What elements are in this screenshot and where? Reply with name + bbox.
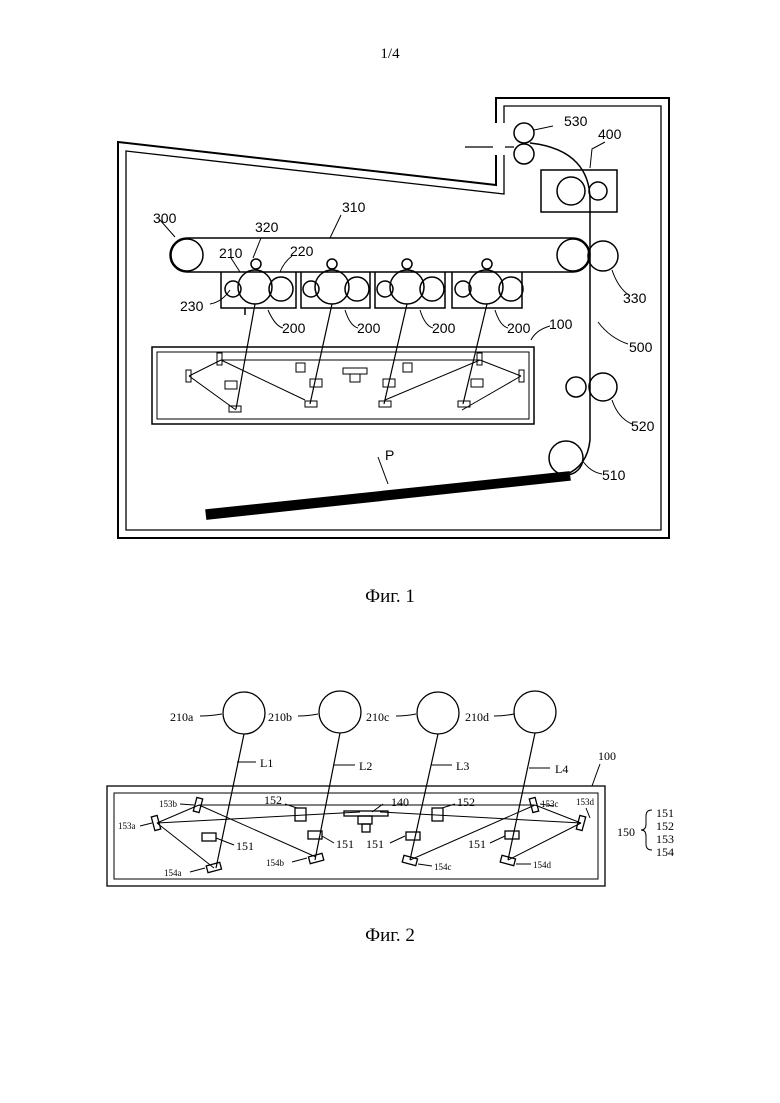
label-100: 100 <box>549 316 573 332</box>
label-520: 520 <box>631 418 655 434</box>
legend-153: 153 <box>656 832 674 846</box>
process-unit-1 <box>221 259 296 315</box>
label-151-d: 151 <box>468 837 486 851</box>
label-330: 330 <box>623 290 647 306</box>
label-153b: 153b <box>159 799 178 809</box>
legend-152: 152 <box>656 819 674 833</box>
label-153a: 153a <box>118 821 136 831</box>
label-310: 310 <box>342 199 366 215</box>
legend-151: 151 <box>656 806 674 820</box>
label-200-1: 200 <box>282 320 306 336</box>
label-L3: L3 <box>456 759 469 773</box>
label-152-right: 152 <box>457 795 475 809</box>
fuser-unit-400 <box>541 170 617 212</box>
paper-tray-P <box>206 472 570 519</box>
label-210a: 210a <box>170 710 194 724</box>
label-200-4: 200 <box>507 320 531 336</box>
legend-154: 154 <box>656 845 674 859</box>
label-230: 230 <box>180 298 204 314</box>
label-150: 150 <box>617 825 635 839</box>
label-154a: 154a <box>164 868 182 878</box>
label-153c: 153c <box>541 799 559 809</box>
label-154c: 154c <box>434 862 452 872</box>
label-530: 530 <box>564 113 588 129</box>
drum-210b <box>319 691 361 733</box>
process-unit-3 <box>375 259 445 308</box>
label-L4: L4 <box>555 762 568 776</box>
label-L1: L1 <box>260 756 273 770</box>
drum-210d <box>514 691 556 733</box>
label-210c: 210c <box>366 710 389 724</box>
label-151-c: 151 <box>366 837 384 851</box>
paper-path-500 <box>530 143 590 475</box>
figure-1 <box>118 98 669 538</box>
label-152-left: 152 <box>264 793 282 807</box>
label-200-3: 200 <box>432 320 456 336</box>
figure-2-caption: Фиг. 2 <box>0 925 780 947</box>
process-unit-2 <box>301 259 370 308</box>
housing-outer <box>118 98 669 538</box>
label-200-2: 200 <box>357 320 381 336</box>
label-151-b: 151 <box>336 837 354 851</box>
label-510: 510 <box>602 467 626 483</box>
exit-roller-530 <box>514 123 534 143</box>
label-L2: L2 <box>359 759 372 773</box>
label-220: 220 <box>290 243 314 259</box>
label-153d: 153d <box>576 797 595 807</box>
label-300: 300 <box>153 210 177 226</box>
legend-brace <box>641 810 652 850</box>
secondary-transfer-roller-330 <box>588 241 618 271</box>
label-320: 320 <box>255 219 279 235</box>
label-151-a: 151 <box>236 839 254 853</box>
figure-1-labels: 530 400 310 300 320 210 220 230 330 200 … <box>153 113 655 483</box>
label-400: 400 <box>598 126 622 142</box>
process-unit-4 <box>452 259 523 308</box>
drum-210a <box>223 692 265 734</box>
label-210b: 210b <box>268 710 292 724</box>
label-210d: 210d <box>465 710 489 724</box>
label-500: 500 <box>629 339 653 355</box>
registration-roller-520 <box>566 377 586 397</box>
label-154d: 154d <box>533 860 552 870</box>
label-154b: 154b <box>266 858 285 868</box>
figure-1-caption: Фиг. 1 <box>0 586 780 608</box>
label-210: 210 <box>219 245 243 261</box>
label-P: P <box>385 447 394 463</box>
drum-210c <box>417 692 459 734</box>
label-100-fig2: 100 <box>598 749 616 763</box>
pickup-roller-510 <box>549 441 583 475</box>
label-140: 140 <box>391 795 409 809</box>
